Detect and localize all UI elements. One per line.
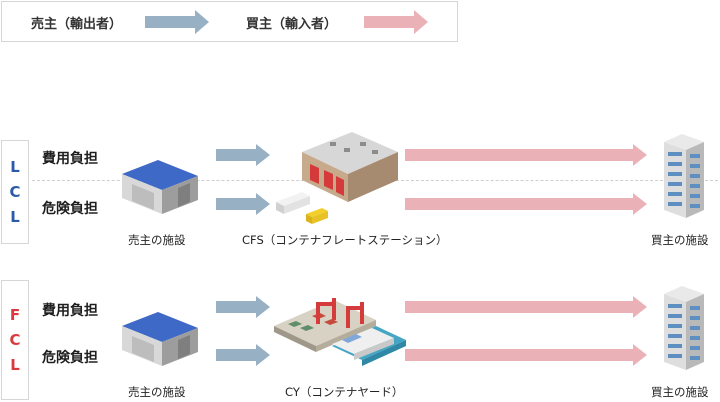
lcl-destination-caption: 買主の施設 — [651, 233, 709, 247]
lcl-buyer-building-icon — [664, 134, 704, 218]
legend-buyer-arrow — [364, 10, 428, 34]
lcl-cost-seller-arrow — [216, 144, 270, 166]
lcl-risk-label: 危険負担 — [42, 201, 98, 217]
lcl-seller-warehouse-icon — [122, 160, 198, 214]
fcl-risk-seller-arrow — [216, 344, 270, 366]
fcl-destination-caption: 買主の施設 — [651, 385, 709, 399]
fcl-cost-seller-arrow — [216, 296, 270, 318]
fcl-cost-label: 費用負担 — [42, 303, 98, 319]
legend-seller-arrow — [145, 10, 209, 34]
fcl-cost-buyer-arrow — [405, 296, 647, 318]
fcl-hub-caption: CY（コンテナヤード） — [285, 385, 404, 399]
fcl-container-yard-icon — [274, 298, 406, 366]
lcl-risk-seller-arrow — [216, 193, 270, 215]
lcl-origin-caption: 売主の施設 — [128, 233, 186, 247]
fcl-side-label: F C L — [1, 280, 29, 400]
fcl-buyer-building-icon — [664, 286, 704, 370]
lcl-hub-caption: CFS（コンテナフレートステーション） — [242, 233, 448, 247]
legend-buyer-label: 買主（輸入者） — [246, 17, 338, 32]
fcl-letter-2: C — [9, 330, 21, 349]
fcl-seller-warehouse-icon — [122, 312, 198, 366]
lcl-letter-2: C — [9, 182, 21, 201]
lcl-letter-3: L — [10, 207, 20, 226]
fcl-letter-3: L — [10, 355, 20, 374]
lcl-risk-buyer-arrow — [405, 193, 647, 215]
fcl-letter-1: F — [9, 305, 21, 324]
legend-seller-label: 売主（輸出者） — [31, 17, 123, 32]
lcl-letter-1: L — [10, 157, 20, 176]
fcl-risk-buyer-arrow — [405, 344, 647, 366]
lcl-cost-label: 費用負担 — [42, 151, 98, 167]
lcl-side-label: L C L — [1, 140, 29, 244]
fcl-origin-caption: 売主の施設 — [128, 385, 186, 399]
lcl-cost-buyer-arrow — [405, 144, 647, 166]
lcl-cfs-building-icon — [276, 132, 398, 224]
fcl-risk-label: 危険負担 — [42, 350, 98, 366]
